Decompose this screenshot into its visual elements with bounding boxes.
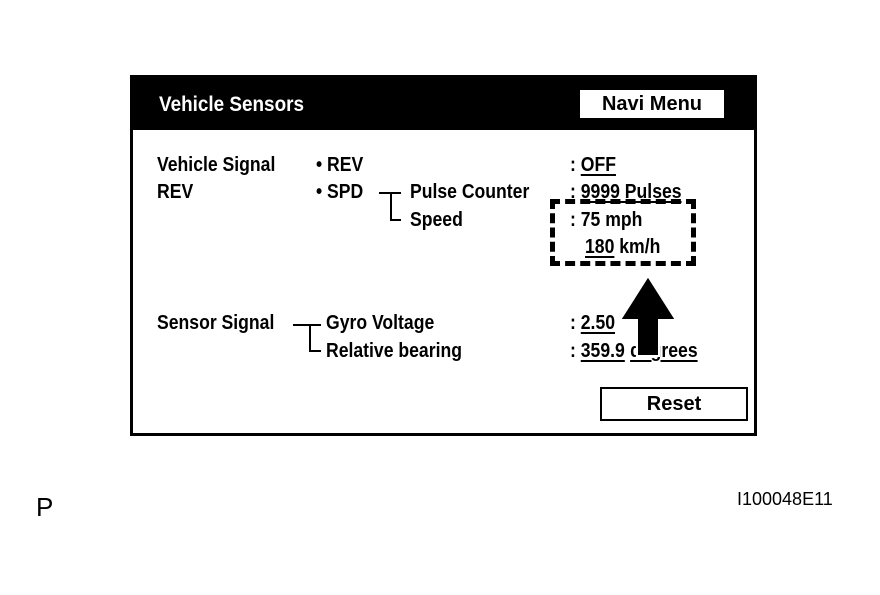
speed-label: Speed [410, 209, 463, 231]
sensor-bracket-vertical [309, 324, 311, 350]
navi-menu-button[interactable]: Navi Menu [578, 88, 726, 120]
speed-value-kmh-unit: km/h [619, 236, 661, 258]
callout-arrow-icon [618, 276, 678, 357]
rev-value-colon: : [570, 154, 576, 176]
gyro-value-colon: : [570, 312, 576, 334]
rev-item: • REV [316, 154, 364, 176]
sensor-bracket-top [293, 324, 321, 326]
spd-bracket-vertical [390, 192, 392, 219]
vehicle-sensors-screen: Vehicle Sensors Navi Menu Vehicle Signal… [130, 75, 757, 436]
vehicle-signal-rev-label: REV [157, 181, 194, 203]
title-bar: Vehicle Sensors Navi Menu [133, 78, 754, 130]
speed-value-kmh-number: 180 [585, 236, 615, 258]
vehicle-signal-label: Vehicle Signal [157, 154, 276, 176]
sensor-signal-label: Sensor Signal [157, 312, 275, 334]
speed-value-colon: : [570, 209, 576, 231]
speed-callout-box [550, 199, 696, 266]
reset-button[interactable]: Reset [600, 387, 748, 421]
gyro-voltage-label: Gyro Voltage [326, 312, 435, 334]
sensor-bracket-bottom [309, 350, 321, 352]
speed-mph-row: : 75 mph [570, 209, 642, 231]
speed-value-mph: 75 mph [580, 209, 643, 231]
screen-title: Vehicle Sensors [159, 93, 304, 116]
relative-bearing-label: Relative bearing [326, 340, 462, 362]
pulse-value-colon: : [570, 181, 576, 203]
pulse-value: 9999 Pulses [580, 181, 682, 203]
rev-value: OFF [580, 154, 616, 176]
spd-item: • SPD [316, 181, 364, 203]
speed-kmh-row: 180 km/h [585, 236, 660, 258]
pulse-value-row: : 9999 Pulses [570, 181, 682, 203]
gyro-value-row: : 2.50 [570, 312, 615, 334]
spd-bracket-bottom [390, 219, 401, 221]
figure-id: I100048E11 [737, 489, 833, 509]
gyro-value: 2.50 [580, 312, 616, 334]
figure-corner-letter: P [36, 492, 54, 522]
bearing-value: 359.9 [580, 340, 625, 362]
rev-value-row: : OFF [570, 154, 616, 176]
pulse-counter-label: Pulse Counter [410, 181, 530, 203]
bearing-value-colon: : [570, 340, 576, 362]
